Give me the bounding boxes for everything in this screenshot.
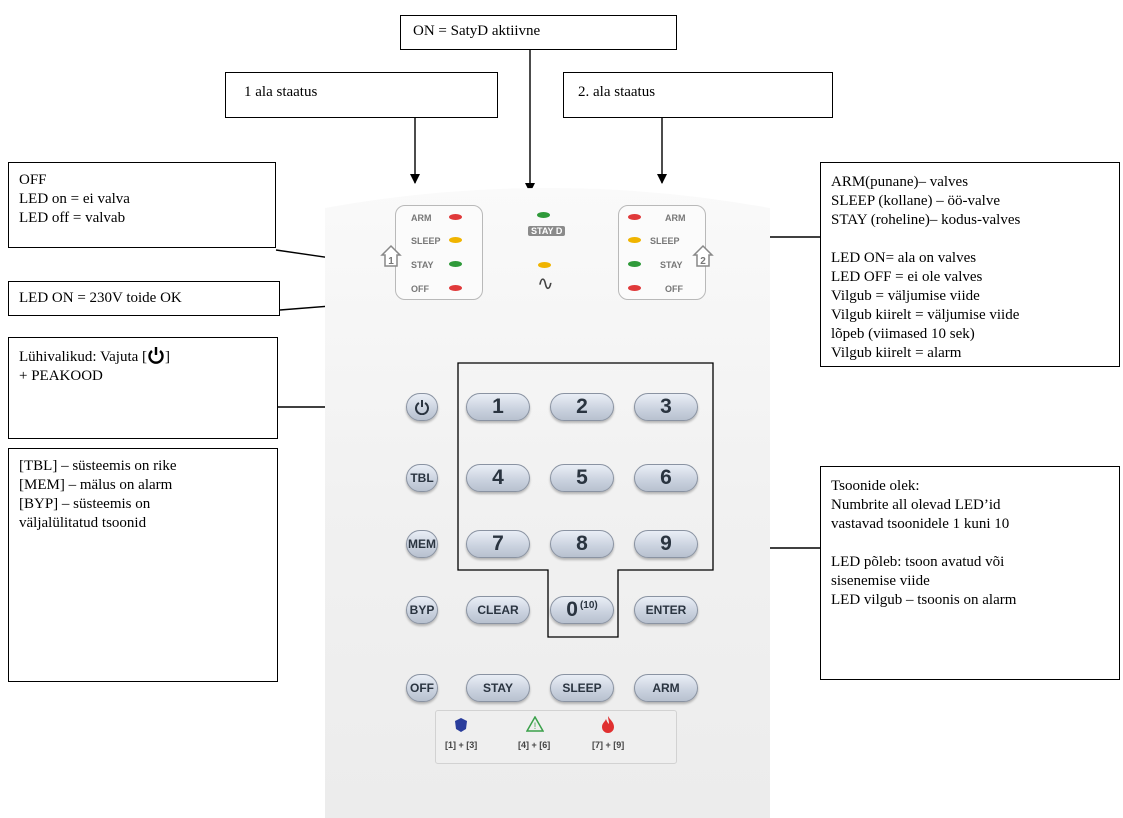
callout-off-led: OFF LED on = ei valva LED off = valvab [8, 162, 276, 248]
key-4[interactable]: 4 [466, 464, 530, 492]
trouble-line-3: [BYP] – süsteemis on [19, 496, 151, 512]
key-1[interactable]: 1 [466, 393, 530, 421]
trouble-line-2: [MEM] – mälus on alarm [19, 477, 173, 493]
clear-button[interactable]: CLEAR [466, 596, 530, 624]
key-0-label: 0 [566, 598, 578, 621]
callout-area1: 1 ala staatus [225, 72, 498, 118]
stay-button[interactable]: STAY [466, 674, 530, 702]
led-states-line-1: LED ON= ala on valves [831, 250, 977, 266]
led-states-line-5: lõpeb (viimased 10 sek) [831, 326, 975, 342]
zone-leds-line-1: LED põleb: tsoon avatud või [831, 554, 1005, 570]
callout-zones: Tsoonide olek: Numbrite all olevad LED’i… [820, 466, 1120, 680]
power-shortcut-button[interactable] [406, 393, 438, 421]
arm-modes-line-1: ARM(punane)– valves [831, 174, 969, 190]
house-2-number: 2 [700, 256, 706, 267]
key-3[interactable]: 3 [634, 393, 698, 421]
callout-shortcut: Lühivalikud: Vajuta [] + PEAKOOD [8, 337, 278, 439]
area1-label-arm: ARM [411, 213, 432, 223]
area2-label-arm: ARM [665, 213, 686, 223]
callout-stay-d-text: ON = SatyD aktiivne [413, 23, 541, 39]
area1-label-sleep: SLEEP [411, 236, 441, 246]
area2-led-off [628, 285, 641, 291]
trouble-line-1: [TBL] – süsteemis on rike [19, 458, 177, 474]
area2-led-arm [628, 214, 641, 220]
shortcut-text-b: ] [165, 349, 171, 365]
callout-area1-text: 1 ala staatus [244, 84, 318, 100]
area2-led-stay [628, 261, 641, 267]
shortcut-line-1: Lühivalikud: Vajuta [] [19, 346, 267, 367]
medical-panic-combo: [4] + [6] [518, 740, 551, 750]
led-states-line-6: Vilgub kiirelt = alarm [831, 345, 962, 361]
byp-button[interactable]: BYP [406, 596, 438, 624]
off-led-line-3: LED off = valvab [19, 210, 126, 226]
area2-label-off: OFF [665, 284, 683, 294]
police-panic-icon [455, 718, 467, 732]
enter-button[interactable]: ENTER [634, 596, 698, 624]
key-0[interactable]: 0 (10) [550, 596, 614, 624]
house-1-number: 1 [388, 256, 394, 267]
callout-area2-text: 2. ala staatus [578, 84, 656, 100]
shortcut-line-2: + PEAKOOD [19, 368, 103, 384]
key-8[interactable]: 8 [550, 530, 614, 558]
power-symbol-icon [148, 347, 164, 364]
area2-led-sleep [628, 237, 641, 243]
area1-led-stay [449, 261, 462, 267]
area1-status-panel [395, 205, 483, 300]
zones-line-1: Tsoonide olek: [831, 478, 920, 494]
arm-modes-line-2: SLEEP (kollane) – öö-valve [831, 193, 1000, 209]
area1-label-off: OFF [411, 284, 429, 294]
trouble-line-4: väljalülitatud tsoonid [19, 515, 147, 531]
police-panic-combo: [1] + [3] [445, 740, 478, 750]
area2-label-stay: STAY [660, 260, 683, 270]
key-9[interactable]: 9 [634, 530, 698, 558]
area1-led-sleep [449, 237, 462, 243]
led-states-line-4: Vilgub kiirelt = väljumise viide [831, 307, 1020, 323]
shortcut-text-a: Lühivalikud: Vajuta [ [19, 349, 148, 365]
callout-area2: 2. ala staatus [563, 72, 833, 118]
callout-arm-modes: ARM(punane)– valves SLEEP (kollane) – öö… [820, 162, 1120, 367]
key-0-sublabel: (10) [579, 599, 598, 611]
svg-text:!: ! [534, 721, 537, 731]
tbl-button[interactable]: TBL [406, 464, 438, 492]
mem-button[interactable]: MEM [406, 530, 438, 558]
led-states-line-2: LED OFF = ei ole valves [831, 269, 983, 285]
zone-leds-line-3: LED vilgub – tsoonis on alarm [831, 592, 1017, 608]
area1-led-off [449, 285, 462, 291]
led-states-line-3: Vilgub = väljumise viide [831, 288, 980, 304]
zone-leds-line-2: sisenemise viide [831, 573, 930, 589]
medical-panic-icon: ! [526, 716, 544, 732]
area1-led-arm [449, 214, 462, 220]
callout-power: LED ON = 230V toide OK [8, 281, 280, 316]
area2-label-sleep: SLEEP [650, 236, 680, 246]
key-5[interactable]: 5 [550, 464, 614, 492]
callout-power-text: LED ON = 230V toide OK [19, 290, 182, 306]
key-7[interactable]: 7 [466, 530, 530, 558]
callout-stay-d: ON = SatyD aktiivne [400, 15, 677, 50]
stay-d-label: STAY D [528, 226, 566, 236]
stay-d-led [537, 212, 550, 218]
off-led-line-2: LED on = ei valva [19, 191, 130, 207]
house-2-icon: 2 [692, 244, 714, 267]
power-ac-icon: ∿ [537, 271, 554, 295]
off-led-line-1: OFF [19, 172, 47, 188]
sleep-button[interactable]: SLEEP [550, 674, 614, 702]
zones-line-2: Numbrite all olevad LED’id [831, 497, 1001, 513]
fire-panic-combo: [7] + [9] [592, 740, 625, 750]
arm-modes-line-3: STAY (roheline)– kodus-valves [831, 212, 1021, 228]
fire-panic-icon [602, 716, 614, 733]
key-6[interactable]: 6 [634, 464, 698, 492]
off-button[interactable]: OFF [406, 674, 438, 702]
area1-label-stay: STAY [411, 260, 434, 270]
power-icon [415, 400, 429, 415]
zones-line-3: vastavad tsoonidele 1 kuni 10 [831, 516, 1010, 532]
panic-strip [435, 710, 677, 764]
arm-button[interactable]: ARM [634, 674, 698, 702]
power-led [538, 262, 551, 268]
callout-trouble: [TBL] – süsteemis on rike [MEM] – mälus … [8, 448, 278, 682]
house-1-icon: 1 [380, 244, 402, 267]
key-2[interactable]: 2 [550, 393, 614, 421]
